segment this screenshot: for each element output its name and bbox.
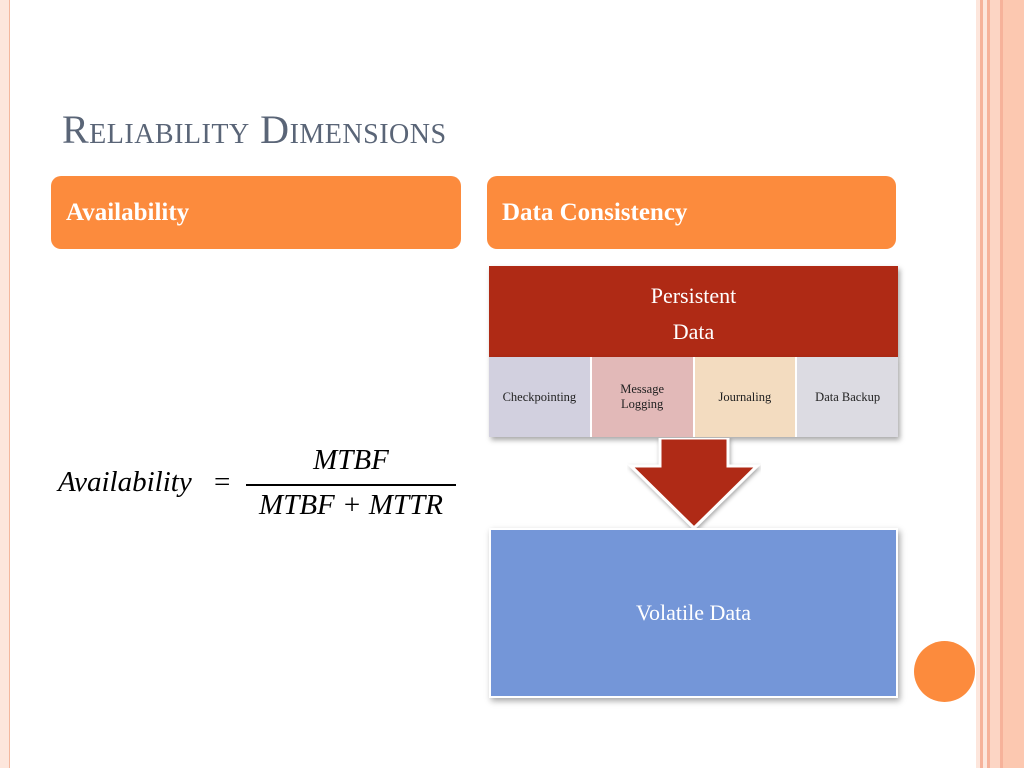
decorative-orange-circle — [914, 641, 975, 702]
fraction-bar — [246, 484, 456, 486]
persistent-data-box: Persistent Data — [489, 266, 898, 357]
message-logging-cell: Message Logging — [591, 357, 695, 437]
availability-header-label: Availability — [66, 199, 190, 226]
volatile-data-box: Volatile Data — [489, 528, 898, 698]
down-arrow-icon — [627, 438, 761, 531]
formula-denominator: MTBF + MTTR — [259, 489, 443, 521]
data-backup-label: Data Backup — [815, 389, 881, 404]
message-logging-label-line1: Message — [620, 382, 664, 396]
formula-numerator: MTBF — [313, 444, 389, 476]
journaling-label: Journaling — [718, 389, 772, 404]
journaling-cell: Journaling — [694, 357, 798, 437]
persistent-data-line2: Data — [672, 319, 715, 344]
volatile-data-label: Volatile Data — [635, 600, 752, 625]
technique-cells: Checkpointing Message Logging Journaling… — [489, 357, 898, 437]
message-logging-label-line2: Logging — [620, 397, 664, 411]
availability-header: Availability — [51, 176, 461, 249]
checkpointing-cell: Checkpointing — [489, 357, 592, 437]
left-border-stripe — [0, 0, 10, 768]
data-consistency-header-label: Data Consistency — [502, 199, 688, 226]
checkpointing-label: Checkpointing — [502, 389, 577, 404]
persistent-data-line1: Persistent — [650, 283, 737, 308]
formula-equals: = — [214, 466, 231, 498]
slide-title: Reliability Dimensions — [62, 107, 447, 152]
data-consistency-header: Data Consistency — [487, 176, 896, 249]
availability-formula: Availability = MTBF MTBF + MTTR — [58, 444, 458, 524]
formula-lhs: Availability — [58, 466, 192, 498]
data-backup-cell: Data Backup — [797, 357, 898, 437]
